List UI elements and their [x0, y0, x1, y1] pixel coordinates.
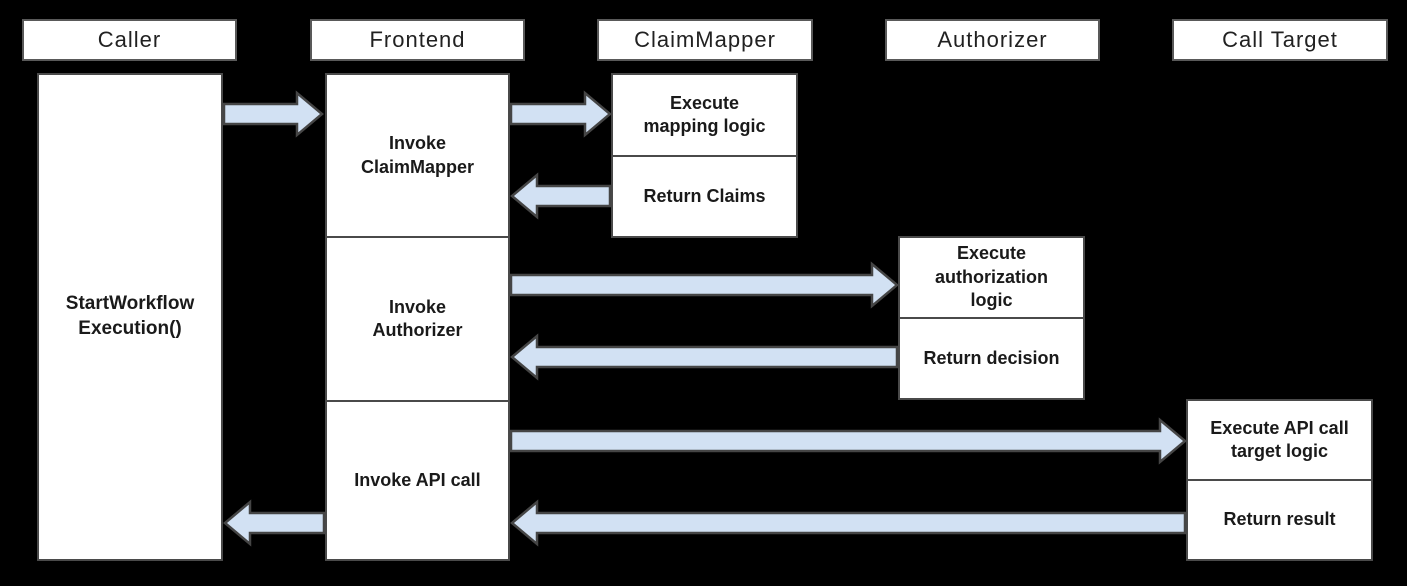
calltarget-step-label: Return result: [1223, 509, 1336, 530]
authorizer-step-label: Execute authorization logic: [935, 243, 1048, 311]
arrow-calltarget-return-to-frontend: [510, 499, 1187, 547]
arrow-caller-to-frontend: [222, 90, 324, 138]
authorizer-step-return: Return decision: [900, 317, 1083, 398]
caller-activation-section: StartWorkflow Execution(): [39, 75, 221, 559]
authorizer-activation-box: Execute authorization logic Return decis…: [898, 236, 1085, 400]
participant-label-claimmapper: ClaimMapper: [634, 27, 776, 52]
frontend-step-invoke-claimmapper: Invoke ClaimMapper: [327, 75, 508, 236]
participant-label-calltarget: Call Target: [1222, 27, 1338, 52]
frontend-step-label: Invoke Authorizer: [372, 296, 463, 340]
arrow-frontend-to-authorizer: [509, 261, 899, 309]
caller-activation-box: StartWorkflow Execution(): [37, 73, 223, 561]
calltarget-step-label: Execute API call target logic: [1210, 417, 1349, 461]
arrow-frontend-to-claimmapper: [509, 90, 612, 138]
frontend-step-label: Invoke ClaimMapper: [360, 133, 475, 177]
participant-header-frontend: Frontend: [310, 19, 525, 61]
calltarget-activation-box: Execute API call target logic Return res…: [1186, 399, 1373, 561]
claimmapper-step-label: Return Claims: [643, 185, 766, 206]
frontend-activation-box: Invoke ClaimMapper Invoke Authorizer Inv…: [325, 73, 510, 561]
participant-header-caller: Caller: [22, 19, 237, 61]
arrow-claimmapper-return-to-frontend: [510, 172, 612, 220]
authorizer-step-label: Return decision: [923, 347, 1060, 368]
claimmapper-step-return: Return Claims: [613, 155, 796, 236]
participant-header-claimmapper: ClaimMapper: [597, 19, 813, 61]
claimmapper-activation-box: Execute mapping logic Return Claims: [611, 73, 798, 238]
claimmapper-step-label: Execute mapping logic: [643, 92, 766, 136]
authorizer-step-execute: Execute authorization logic: [900, 238, 1083, 317]
participant-header-authorizer: Authorizer: [885, 19, 1100, 61]
participant-header-calltarget: Call Target: [1172, 19, 1388, 61]
calltarget-step-execute: Execute API call target logic: [1188, 401, 1371, 479]
claimmapper-step-execute: Execute mapping logic: [613, 75, 796, 155]
arrow-authorizer-return-to-frontend: [510, 333, 899, 381]
arrow-frontend-return-to-caller: [223, 499, 326, 547]
frontend-step-invoke-authorizer: Invoke Authorizer: [327, 236, 508, 400]
participant-label-frontend: Frontend: [369, 27, 466, 52]
arrow-frontend-to-calltarget: [509, 417, 1187, 465]
caller-activation-label: StartWorkflow Execution(): [65, 293, 195, 339]
frontend-step-invoke-api-call: Invoke API call: [327, 400, 508, 559]
calltarget-step-return: Return result: [1188, 479, 1371, 559]
participant-label-caller: Caller: [97, 27, 162, 52]
participant-label-authorizer: Authorizer: [937, 27, 1048, 52]
frontend-step-label: Invoke API call: [354, 469, 481, 490]
